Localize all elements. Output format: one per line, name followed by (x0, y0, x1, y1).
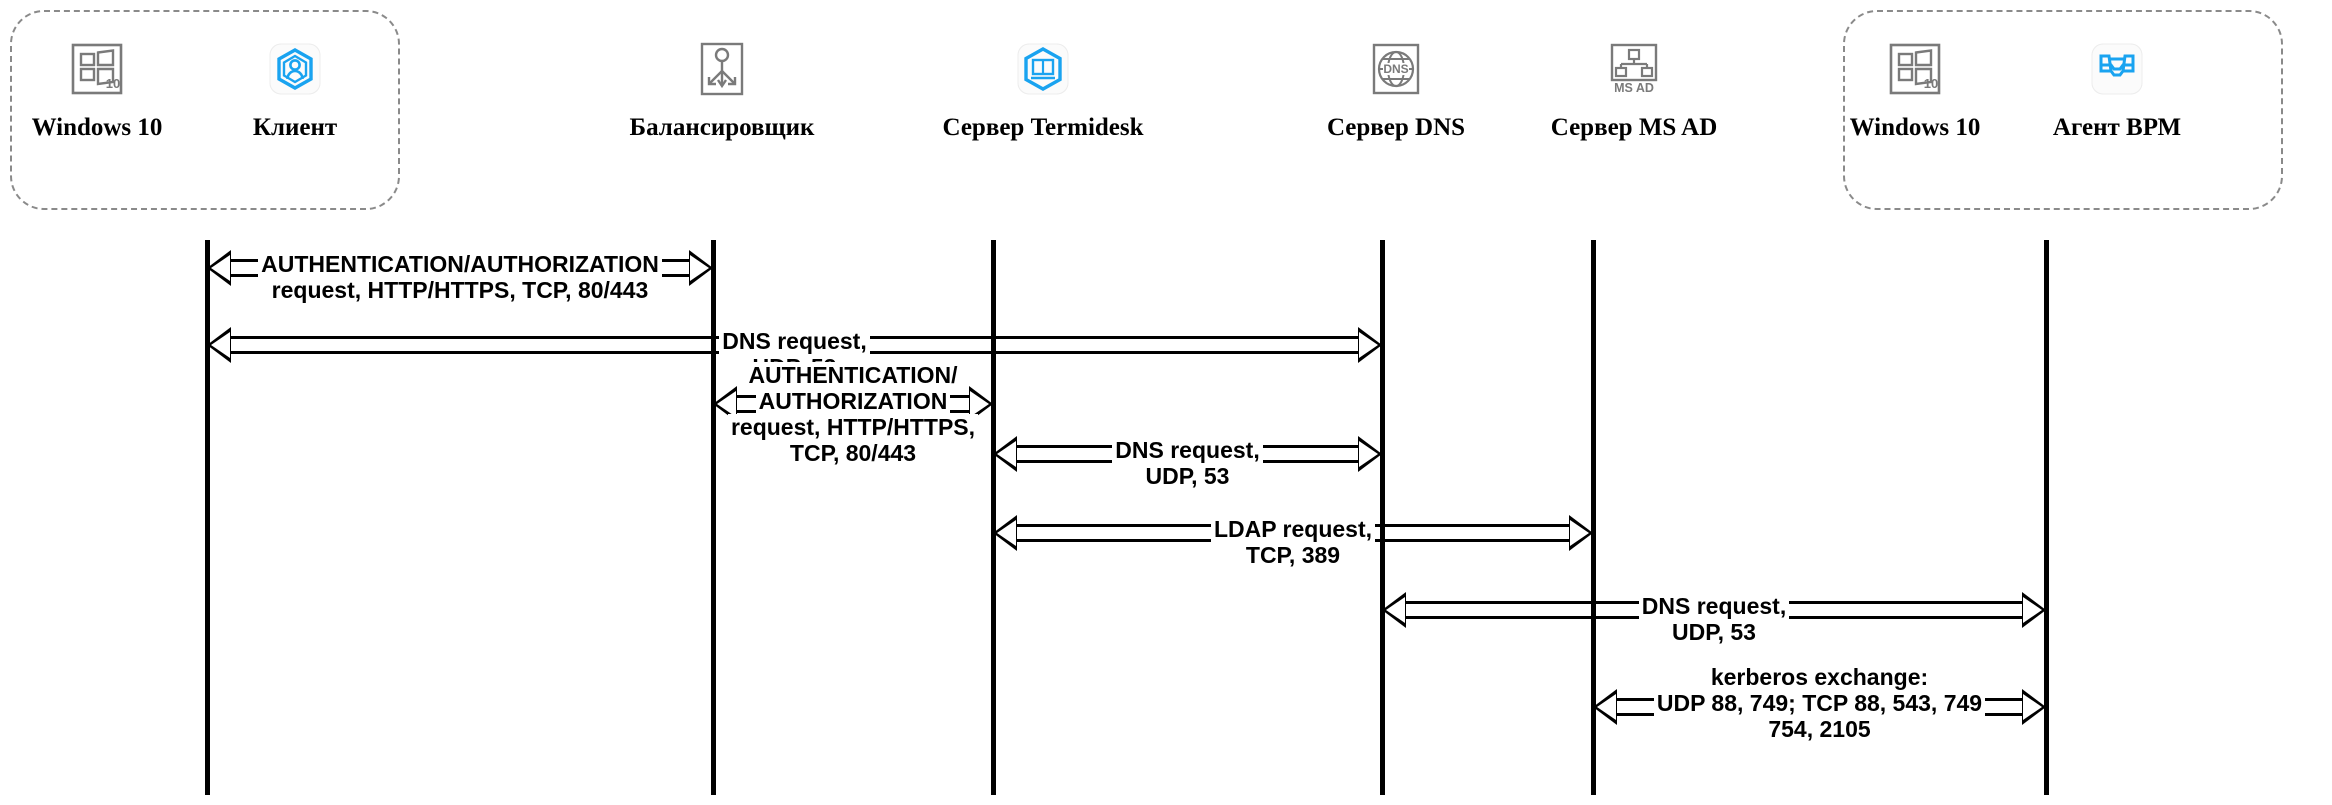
arrowhead-left-icon (1593, 689, 1617, 725)
agent-workstation-group (1843, 10, 2283, 210)
windows-10-icon: 10 (66, 38, 128, 100)
svg-text:MS AD: MS AD (1614, 81, 1654, 95)
arrowhead-right-icon (969, 386, 993, 422)
arrowhead-left-icon (993, 515, 1017, 551)
arrowhead-right-icon (2022, 689, 2046, 725)
arrowhead-right-icon (689, 250, 713, 286)
actor-label: Сервер MS AD (1550, 114, 1718, 141)
lifeline-4 (1591, 240, 1596, 795)
arrowhead-left-icon (713, 386, 737, 422)
message-line (1404, 601, 2024, 619)
arrowhead-left-icon (207, 250, 231, 286)
actor-client[interactable]: Клиент (200, 38, 390, 142)
actor-vdi-agent[interactable]: Агент ВРМ (2022, 38, 2212, 142)
svg-text:DNS: DNS (1383, 62, 1408, 76)
actor-windows10-agent[interactable]: 10 Windows 10 (1820, 38, 2010, 142)
arrowhead-left-icon (993, 436, 1017, 472)
message-line (1615, 698, 2024, 716)
actor-label: Клиент (252, 114, 338, 141)
message-line (1015, 524, 1571, 542)
actor-label: Сервер Termidesk (942, 114, 1144, 141)
lifeline-0 (205, 240, 210, 795)
arrowhead-left-icon (207, 327, 231, 363)
client-workstation-group (10, 10, 400, 210)
lifeline-5 (2044, 240, 2049, 795)
arrowhead-right-icon (1358, 327, 1382, 363)
actor-label: Windows 10 (31, 114, 163, 141)
ms-ad-icon: MS AD (1603, 38, 1665, 100)
actor-ms-ad-server[interactable]: MS AD Сервер MS AD (1539, 38, 1729, 142)
windows-10-icon: 10 (1884, 38, 1946, 100)
balancer-icon (691, 38, 753, 100)
svg-text:10: 10 (1924, 76, 1938, 91)
actor-label: Сервер DNS (1326, 114, 1466, 141)
termidesk-icon (1012, 38, 1074, 100)
arrowhead-right-icon (1569, 515, 1593, 551)
actor-label: Windows 10 (1849, 114, 1981, 141)
actor-dns-server[interactable]: DNS Сервер DNS (1301, 38, 1491, 142)
message-line (229, 336, 1360, 354)
message-line (735, 395, 971, 413)
lifeline-3 (1380, 240, 1385, 795)
lifeline-1 (711, 240, 716, 795)
actor-balancer[interactable]: Балансировщик (627, 38, 817, 142)
arrowhead-left-icon (1382, 592, 1406, 628)
actor-termidesk-server[interactable]: Сервер Termidesk (942, 38, 1144, 142)
dns-icon: DNS (1365, 38, 1427, 100)
vdi-agent-icon (2086, 38, 2148, 100)
arrowhead-right-icon (1358, 436, 1382, 472)
message-line (229, 259, 691, 277)
message-line (1015, 445, 1360, 463)
client-icon (264, 38, 326, 100)
actor-label: Агент ВРМ (2052, 114, 2182, 141)
actor-label: Балансировщик (629, 114, 815, 141)
actor-windows10-client[interactable]: 10 Windows 10 (2, 38, 192, 142)
svg-text:10: 10 (106, 76, 120, 91)
arrowhead-right-icon (2022, 592, 2046, 628)
